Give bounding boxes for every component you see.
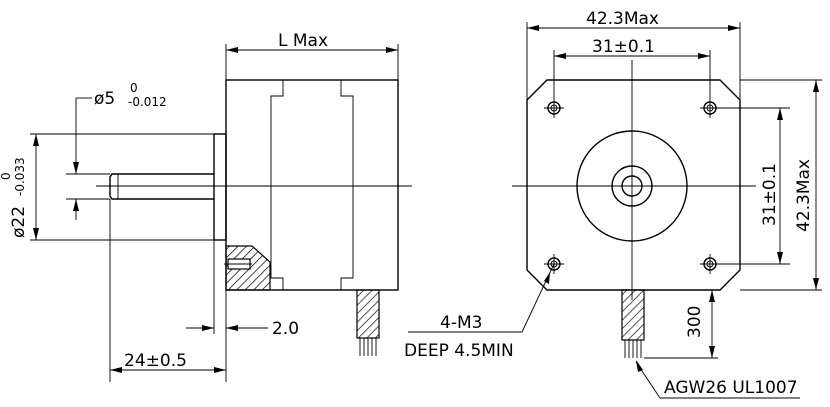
front-flange-outline [526,79,741,291]
boss-height-label: 2.0 [272,319,299,339]
width-label: 42.3Max [586,9,659,29]
stator-inner-left [270,80,284,290]
side-view: L Max ø5 0 -0.012 ø22 0 -0.033 2.0 [0,31,412,382]
wire-spec-label: AGW26 UL1007 [664,378,798,398]
shaft [109,173,214,200]
shaft-dia-label: ø5 [94,89,115,109]
lead-length-label: 300 [685,306,705,338]
mounting-boss [213,133,227,241]
side-cable-wires [359,338,377,356]
shaft-length-label: 24±0.5 [124,351,187,371]
boss-tol-upper: 0 [0,172,13,180]
mounting-hole-top-left [544,98,564,118]
front-cable-wires [624,340,642,358]
boss-tol-lower: -0.033 [13,157,27,196]
height-label: 42.3Max [794,159,814,232]
side-cable-sleeve [356,289,380,339]
hole-pitch-v-label: 31±0.1 [760,163,780,226]
stator-inner-right [340,80,354,290]
length-label: L Max [278,31,328,51]
mounting-hole-bottom-right [700,254,720,274]
mounting-hole-top-right [700,98,720,118]
hole-spec-line1: 4-M3 [440,313,482,333]
hole-pitch-h-label: 31±0.1 [592,37,655,57]
front-view: 42.3Max 31±0.1 31±0.1 42.3Max 4-M3 DEEP … [404,9,822,399]
boss-dia-label: ø22 [9,206,29,238]
shaft-tol-upper: 0 [130,81,138,95]
shaft-tol-lower: -0.012 [128,95,167,109]
hole-spec-line2: DEEP 4.5MIN [404,341,514,361]
front-cable-sleeve [621,289,645,341]
